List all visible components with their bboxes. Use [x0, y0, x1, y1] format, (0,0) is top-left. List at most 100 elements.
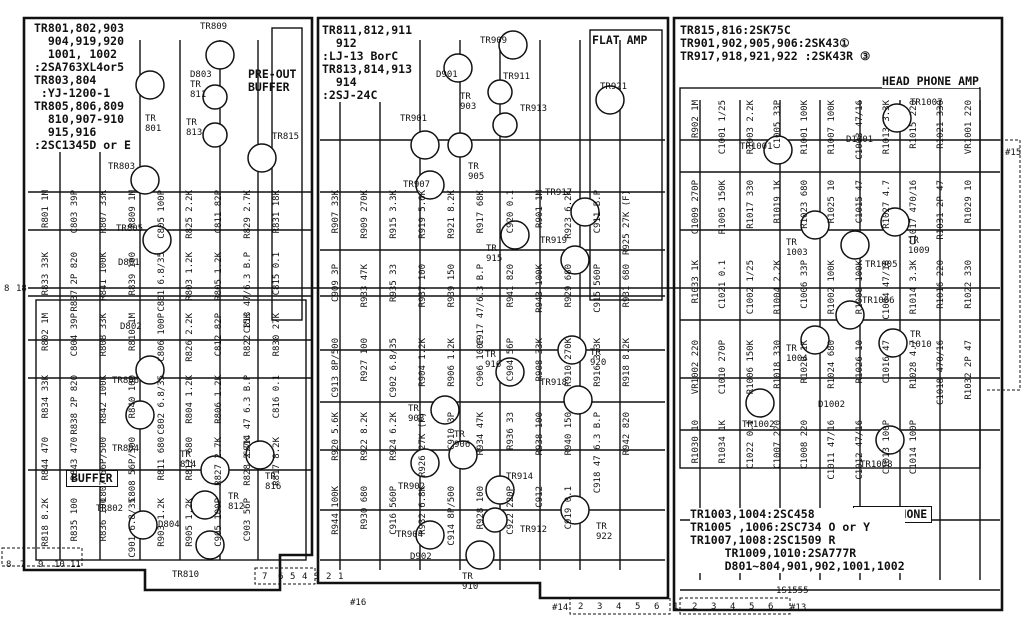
component-label: C1012 47/16 [854, 420, 865, 480]
diode-label: D803 [190, 70, 212, 80]
tr-label: TR1005 [865, 260, 898, 270]
component-label: R829 2.7K [243, 190, 254, 239]
component-label: R810 1M [127, 313, 138, 352]
component-label: C801 6.8/35 [156, 251, 167, 312]
component-label: R1016 220 [936, 260, 947, 309]
component-label: R923 6.2K [563, 190, 574, 239]
tr-label: TR917 [545, 188, 573, 198]
connector-pin: 1 [338, 572, 344, 582]
component-label: R926 27K (F) [418, 412, 429, 478]
tr-label: TR 1004 [786, 344, 808, 364]
tr-label: TR 905 [468, 162, 485, 182]
component-label: R928 100 [476, 486, 487, 530]
component-label: C1016 47 [881, 340, 892, 384]
transistor-notes-mid: TR811,812,911 912 :LJ-13 BorC TR813,814,… [322, 23, 413, 102]
component-label: R940 150 [563, 412, 574, 456]
component-label: C919 0.1 [563, 486, 574, 530]
connector-pin: 7 [262, 572, 268, 582]
component-label: R904 1.2K [418, 338, 429, 387]
tr-label: TR 922 [596, 522, 613, 542]
tr-label: TR909 [480, 36, 508, 46]
component-label: C808 56P/500 [127, 436, 138, 502]
tr-label: TR805 [116, 224, 144, 234]
component-label: R802 1M [41, 313, 51, 352]
component-label: C1021 0.1 [718, 260, 729, 309]
tr-label: TR 812 [228, 492, 245, 512]
component-label: R834 33K [41, 375, 51, 419]
component-label: R804 1.2K [185, 375, 196, 424]
tr-label: TR 908 [408, 404, 425, 424]
connector-pin: 2 [326, 572, 332, 582]
tr-label: TR802 [96, 504, 124, 514]
component-label: R1008 100K [854, 260, 865, 315]
component-label: R1017 330 [745, 180, 756, 229]
tr-label: TR919 [540, 236, 568, 246]
connector-pin: 4 [302, 572, 308, 582]
component-label: R1028 4.7 [909, 340, 920, 389]
transistor-notes-left: TR801,802,903 904,919,920 1001, 1002 :2S… [34, 21, 131, 152]
component-label: R1033 1K [691, 260, 701, 304]
component-label: R1003 2.2K [745, 100, 756, 155]
component-label: R931 680 [621, 264, 632, 308]
connector-pin: 10 [54, 560, 65, 570]
component-label: R825 2.2K [185, 190, 196, 239]
tr-label: TR913 [520, 104, 548, 114]
component-label: VR1001 220 [963, 100, 974, 155]
component-label: R817 8.2K [272, 436, 283, 486]
component-label: C1011 47/16 [827, 420, 838, 480]
component-label: R934 47K [476, 412, 487, 456]
tr-label: TR904 [396, 530, 424, 540]
component-label: R809 1M [127, 190, 138, 228]
component-label: R901 1M [534, 190, 545, 228]
component-label: C804 39P [69, 313, 80, 357]
component-label: R1013 3.3K [881, 100, 892, 155]
component-label: R818 8.2K [41, 498, 51, 548]
component-label: R1023 680 [800, 180, 811, 229]
component-label: C806 100P [156, 313, 167, 363]
tr-label: TR 910 [462, 572, 479, 592]
component-label: R1019 1K [772, 180, 783, 224]
component-label: R921 8.2K [447, 190, 458, 239]
component-label: C1014 100P [909, 420, 920, 475]
component-label: R843 470 [69, 436, 80, 481]
mid-board-outline [316, 16, 670, 600]
connector-pin: 7 [20, 560, 26, 570]
component-label: C816 0.1 [272, 375, 283, 419]
component-label: R905 1.2K [185, 498, 196, 548]
component-label: R1021 330 [936, 100, 947, 149]
component-label: R830 27K [272, 313, 283, 357]
connector-pin: 2 [692, 602, 698, 612]
component-label: C1022 0.1 [745, 420, 756, 469]
connector-outlines [1, 139, 1021, 615]
tr-label: TR 906 [454, 430, 471, 450]
tr-label: TR1002 [742, 420, 775, 430]
buffer-box: BUFFER [66, 470, 118, 487]
component-label: C920 0.1 [505, 190, 516, 234]
diode-label: D802 [120, 322, 142, 332]
component-label: R1020 1K [800, 340, 811, 384]
component-label: R840 100 [127, 375, 138, 419]
tr-label: TR911 [503, 72, 531, 82]
tr-label: TR1006 [862, 296, 895, 306]
connector-pin: 11 [70, 560, 81, 570]
connector-pin: 5 [635, 602, 641, 612]
component-label: R805 1.2K [214, 251, 225, 301]
tr-label: TR 814 [180, 450, 197, 470]
diode-label: D902 [410, 552, 432, 562]
component-label: R907 33K [331, 190, 341, 234]
connector-tag: 1S1555 [776, 586, 809, 596]
component-label: R935 33 [389, 264, 400, 302]
tr-label: TR 816 [265, 472, 282, 492]
flat-amp-title: FLAT AMP [592, 33, 648, 47]
tr-label: TR 920 [590, 348, 607, 368]
tr-label: TR1007 [910, 98, 943, 108]
connector-pin: 4 [616, 602, 622, 612]
diode-label: D1001 [846, 135, 874, 145]
diode-label: D804 [158, 520, 180, 530]
component-label: C1004 47/16 [881, 260, 892, 320]
tr-label: TR 916 [485, 350, 502, 370]
connector-tag: #16 [350, 598, 367, 608]
connector-tag: #13 [790, 603, 807, 613]
tr-label: TR 915 [486, 244, 503, 264]
